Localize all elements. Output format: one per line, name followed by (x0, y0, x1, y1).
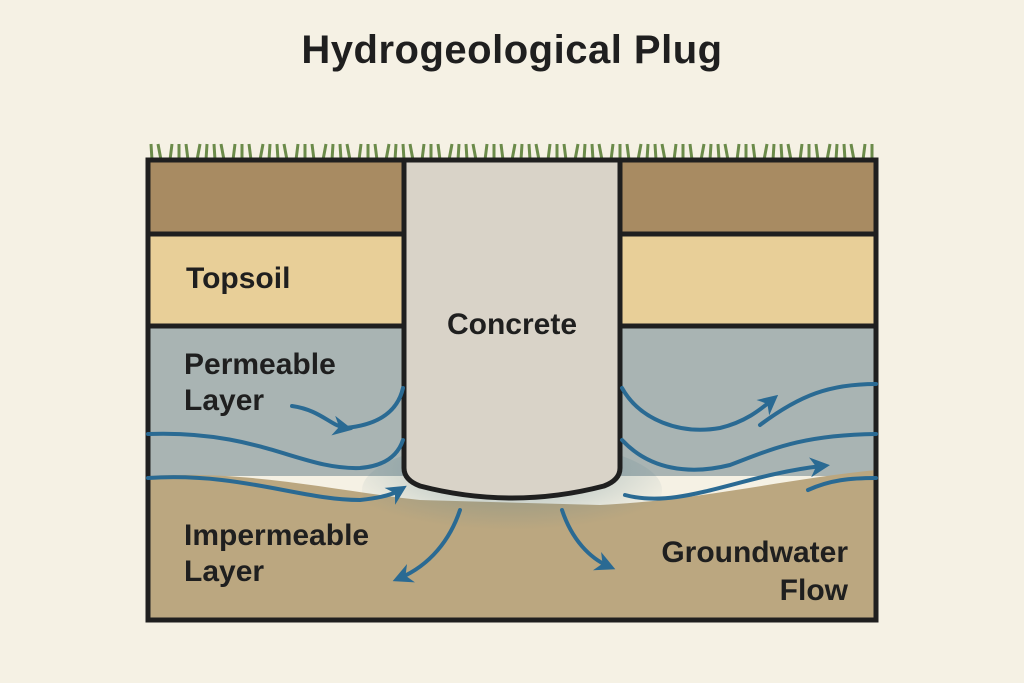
flow-line-upper-left (343, 386, 405, 430)
flow-arrow-lower-left (146, 475, 407, 505)
topsoil-layer-right (620, 234, 876, 326)
concrete-plug (401, 157, 623, 501)
topsoil-label: Topsoil (186, 262, 290, 295)
flow-arrow-lower-right (623, 457, 830, 501)
flow-arrow-down-right (560, 508, 616, 571)
impermeable-label-line1: Impermeable (184, 519, 369, 552)
surface-soil-layer-right (620, 162, 876, 234)
concrete-label: Concrete (447, 308, 577, 341)
impermeable-layer (148, 470, 876, 620)
flow-arrow-down-left (392, 508, 462, 583)
groundwater-label-line1: Groundwater (661, 536, 848, 569)
diagram-title: Hydrogeological Plug (301, 28, 723, 72)
impermeable-label-line2: Layer (184, 555, 264, 588)
flow-arrow-permeable-in (290, 404, 353, 436)
flow-line-mid-left (146, 431, 405, 471)
flow-arrow-upper-right (620, 386, 779, 432)
groundwater-label-line2: Flow (780, 574, 849, 607)
permeable-label-line1: Permeable (184, 348, 336, 381)
flow-line-mid-right (620, 432, 878, 472)
surface-soil-layer-left (148, 162, 404, 234)
topsoil-layer-left (148, 234, 404, 326)
permeable-label-line2: Layer (184, 384, 264, 417)
diagram-frame (145, 157, 879, 623)
flow-line-bottom-right (806, 476, 878, 492)
layer-dividers (148, 231, 876, 329)
flow-line-top-right (758, 382, 878, 427)
